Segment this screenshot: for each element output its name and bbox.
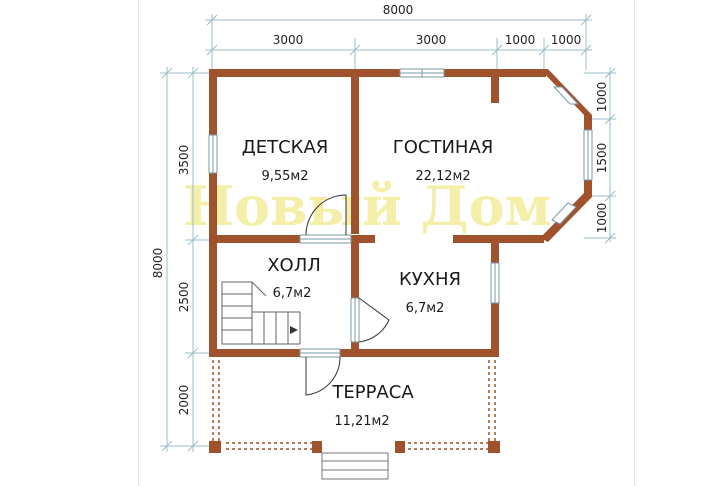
left-dimension-lines — [160, 67, 212, 452]
room-area-detskaya: 9,55м2 — [261, 169, 308, 184]
stairs-direction-arrow-icon — [290, 326, 298, 334]
dim-top-2: 3000 — [416, 33, 447, 47]
terrace-railings — [212, 360, 496, 450]
room-area-gostinaya: 22,12м2 — [415, 169, 470, 184]
dim-left-3: 2000 — [177, 385, 191, 416]
room-area-kuhnya: 6,7м2 — [406, 301, 445, 316]
room-area-terrasa: 11,21м2 — [334, 414, 389, 429]
dim-right-3: 1000 — [595, 203, 609, 234]
staircase — [221, 281, 301, 345]
entrance-steps — [321, 452, 389, 480]
room-name-holl: ХОЛЛ — [267, 255, 321, 276]
room-name-detskaya: ДЕТСКАЯ — [242, 137, 329, 158]
page-frame-right — [634, 0, 635, 486]
dim-left-total: 8000 — [151, 248, 165, 279]
watermark-text: Новый Дом — [183, 174, 551, 238]
page-frame-left — [138, 0, 139, 486]
room-name-gostinaya: ГОСТИНАЯ — [393, 137, 494, 158]
room-name-kuhnya: КУХНЯ — [399, 269, 461, 290]
top-dimension-lines — [205, 14, 592, 70]
dim-top-4: 1000 — [551, 33, 582, 47]
dim-right-2: 1500 — [595, 143, 609, 174]
dim-left-1: 3500 — [177, 145, 191, 176]
dim-top-1: 3000 — [273, 33, 304, 47]
dim-top-3: 1000 — [505, 33, 536, 47]
room-name-terrasa: ТЕРРАСА — [331, 382, 414, 403]
dim-top-total: 8000 — [383, 3, 414, 17]
dim-right-1: 1000 — [595, 82, 609, 113]
terrace-posts — [209, 441, 500, 453]
windows — [208, 68, 593, 358]
dim-left-2: 2500 — [177, 282, 191, 313]
room-area-holl: 6,7м2 — [273, 286, 312, 301]
doors — [305, 194, 390, 396]
